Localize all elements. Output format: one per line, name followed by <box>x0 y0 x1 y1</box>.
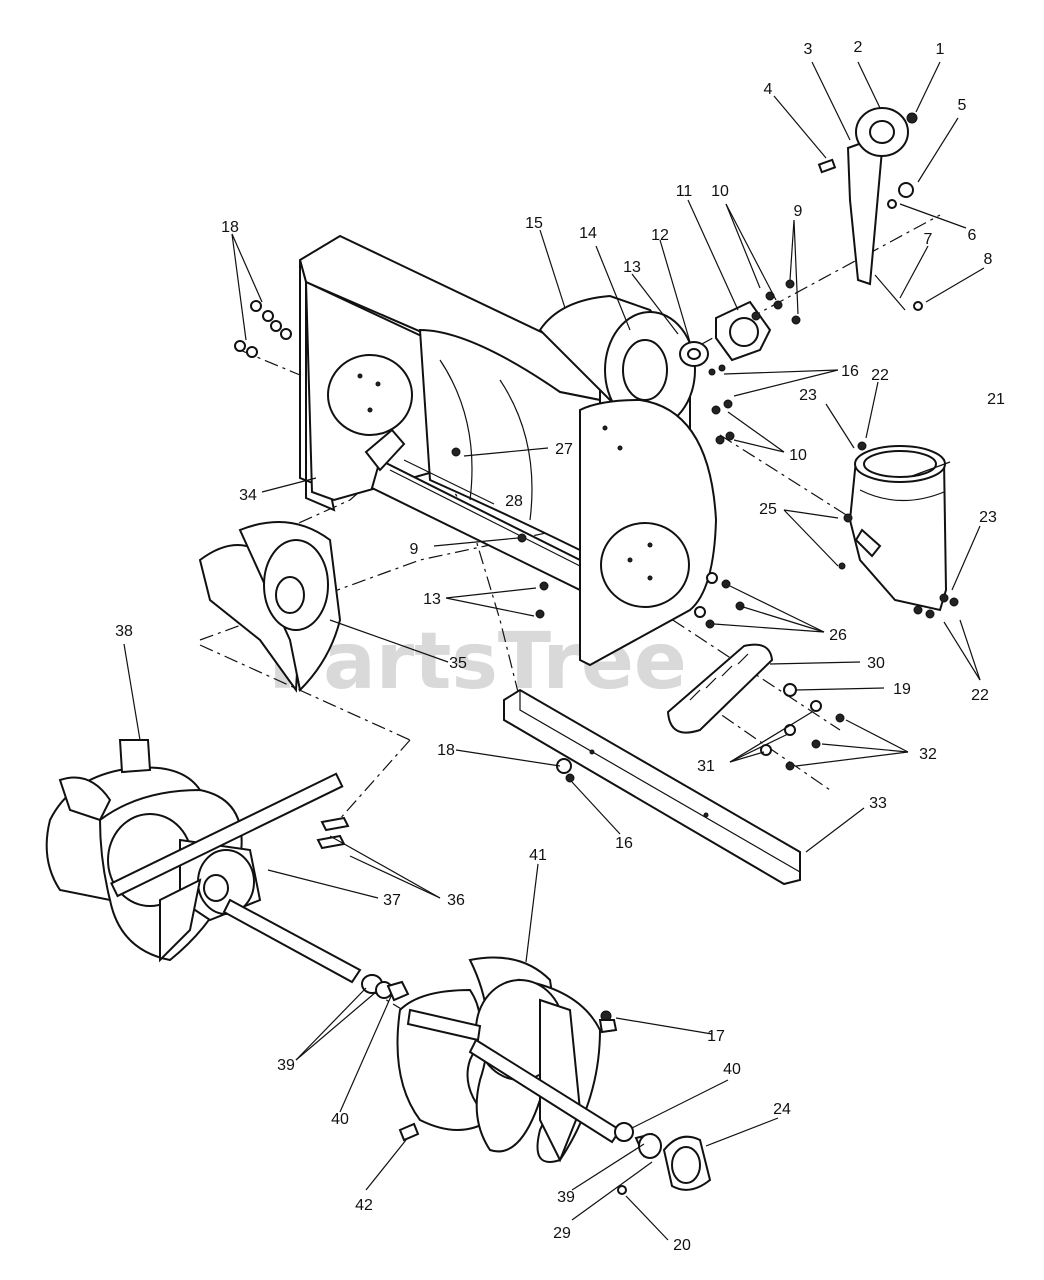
callout-39: 39 <box>557 1189 575 1206</box>
callout-18: 18 <box>221 219 239 236</box>
callout-30: 30 <box>867 655 885 672</box>
callout-19: 19 <box>893 681 911 698</box>
callout-39: 39 <box>277 1057 295 1074</box>
impeller <box>198 521 342 693</box>
callout-29: 29 <box>553 1225 571 1242</box>
callout-13: 13 <box>623 259 641 276</box>
idler-assembly <box>817 107 923 311</box>
callout-3: 3 <box>804 41 813 58</box>
callout-38: 38 <box>115 623 133 640</box>
callout-11: 11 <box>676 183 693 200</box>
callout-28: 28 <box>505 493 523 510</box>
left-fasteners <box>234 300 406 472</box>
callout-21: 21 <box>987 391 1005 408</box>
callout-20: 20 <box>673 1237 691 1254</box>
callout-33: 33 <box>869 795 887 812</box>
callout-23: 23 <box>799 387 817 404</box>
callout-24: 24 <box>773 1101 791 1118</box>
leader-lines <box>123 61 985 1241</box>
callout-1: 1 <box>936 41 945 58</box>
callout-31: 31 <box>697 758 715 775</box>
callout-15: 15 <box>525 215 543 232</box>
callout-14: 14 <box>579 225 597 242</box>
callout-10: 10 <box>789 447 807 464</box>
bearing-plate <box>679 279 801 445</box>
callout-9: 9 <box>410 541 419 558</box>
left-auger <box>45 739 262 963</box>
callout-26: 26 <box>829 627 847 644</box>
callout-8: 8 <box>984 251 993 268</box>
callout-5: 5 <box>958 97 967 114</box>
callout-2: 2 <box>854 39 863 56</box>
callout-13: 13 <box>423 591 441 608</box>
callout-36: 36 <box>447 892 465 909</box>
right-auger <box>396 956 622 1163</box>
shave-plate <box>503 688 801 886</box>
callout-18: 18 <box>437 742 455 759</box>
callout-25: 25 <box>759 501 777 518</box>
callout-42: 42 <box>355 1197 373 1214</box>
callout-16: 16 <box>615 835 633 852</box>
callout-27: 27 <box>555 441 573 458</box>
callout-34: 34 <box>239 487 257 504</box>
callout-9: 9 <box>794 203 803 220</box>
callout-6: 6 <box>968 227 977 244</box>
callout-32: 32 <box>919 746 937 763</box>
callout-17: 17 <box>707 1028 725 1045</box>
callout-35: 35 <box>449 655 467 672</box>
right-bearing-assembly <box>398 1122 712 1195</box>
auger-housing <box>298 234 718 667</box>
callout-7: 7 <box>924 231 933 248</box>
callout-40: 40 <box>331 1111 349 1128</box>
callout-40: 40 <box>723 1061 741 1078</box>
callout-12: 12 <box>651 227 669 244</box>
discharge-chute <box>838 441 959 619</box>
callout-16: 16 <box>841 363 859 380</box>
callout-10: 10 <box>711 183 729 200</box>
callout-23: 23 <box>979 509 997 526</box>
callout-37: 37 <box>383 892 401 909</box>
callout-4: 4 <box>764 81 773 98</box>
callout-41: 41 <box>529 847 547 864</box>
callout-22: 22 <box>871 367 889 384</box>
skid-shoe <box>451 447 845 771</box>
callout-22: 22 <box>971 687 989 704</box>
